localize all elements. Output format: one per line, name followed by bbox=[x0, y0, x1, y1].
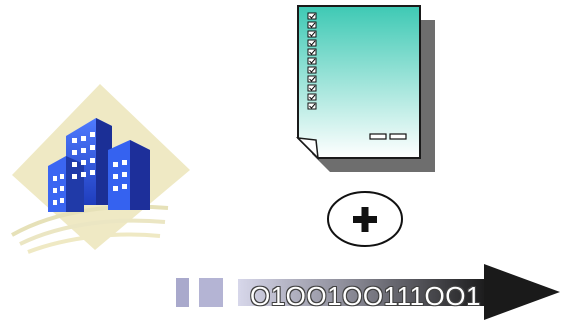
plus-circle-icon bbox=[328, 192, 402, 246]
office-building-icon bbox=[12, 84, 190, 252]
binary-sequence-text: O1OO1OO111OO1 bbox=[250, 280, 550, 312]
checklist-document-icon bbox=[298, 6, 435, 172]
